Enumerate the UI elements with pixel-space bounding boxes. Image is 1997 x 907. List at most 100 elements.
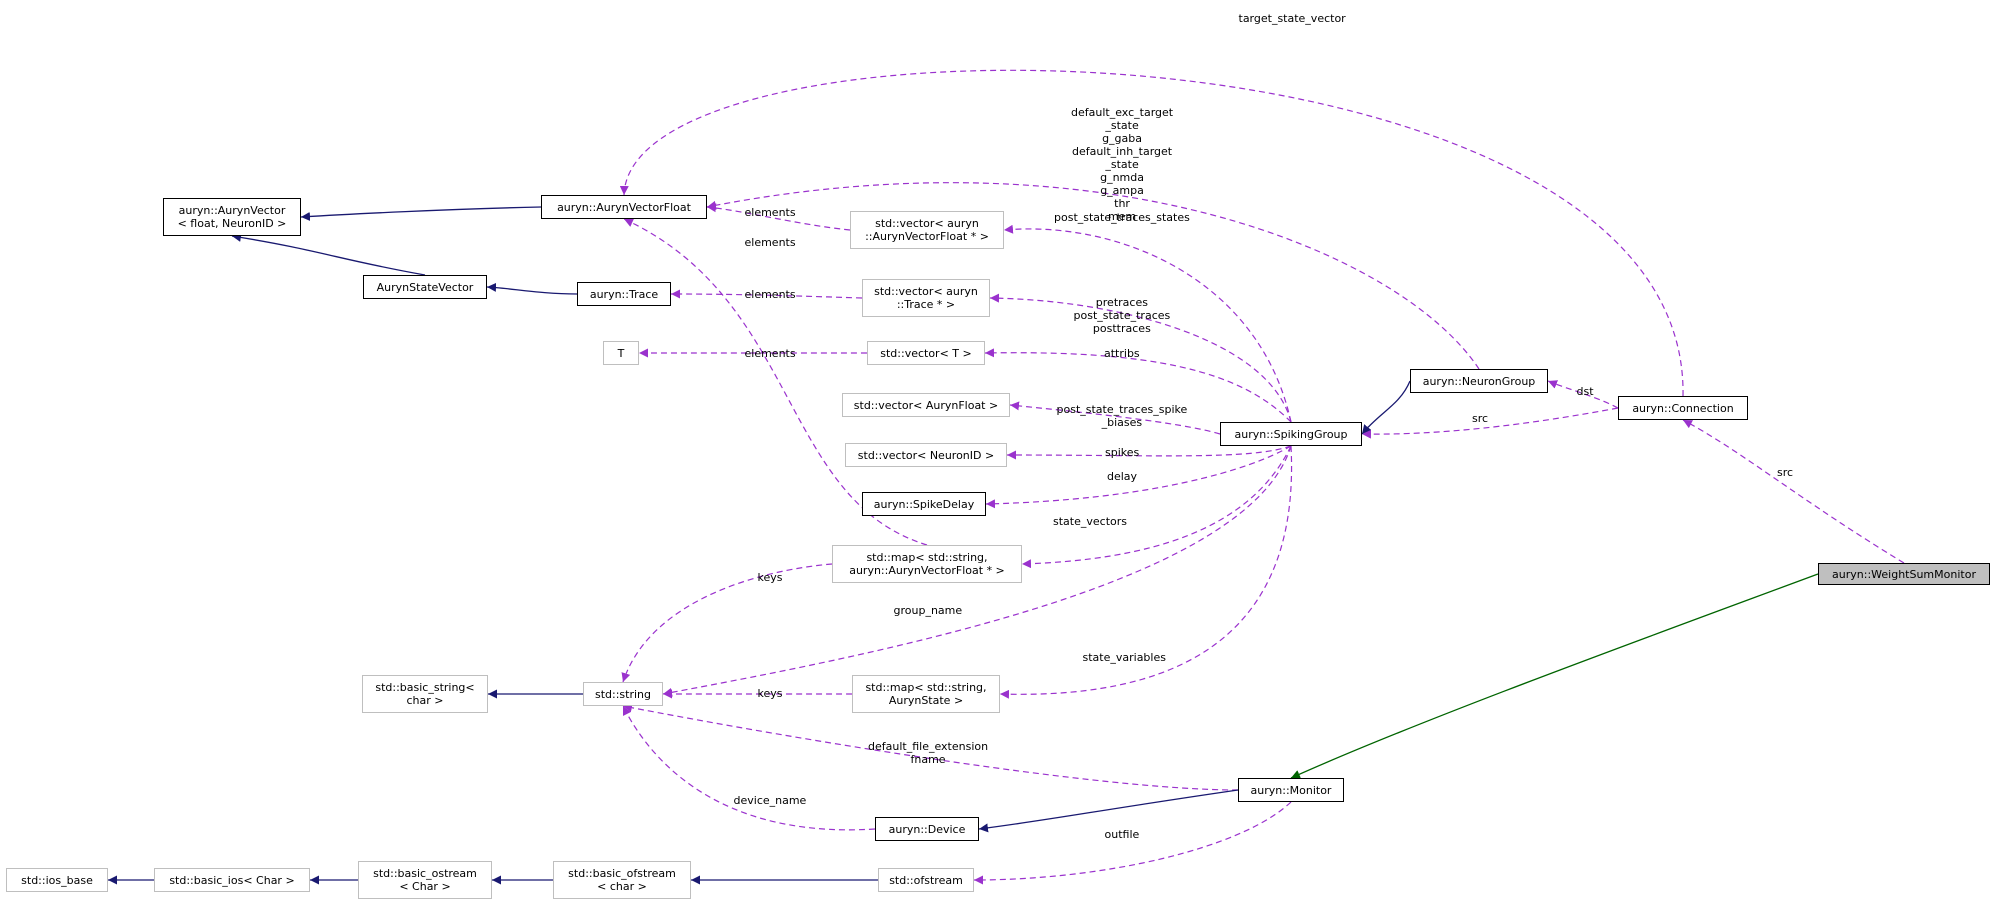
class-node-label: auryn::Monitor — [1250, 783, 1332, 797]
edge-map-avf-to-string — [621, 563, 833, 683]
class-node-vec-avf: std::vector< auryn::AurynVectorFloat * > — [850, 211, 1004, 249]
class-node-label: std::vector< AurynFloat > — [853, 398, 999, 412]
edge-label-line: mem — [1107, 210, 1137, 223]
edge-device-to-string — [622, 705, 876, 831]
edge-label-line: default_inh_target — [1071, 145, 1173, 158]
edge-label-line: post_state_traces_states — [1054, 211, 1190, 224]
edge-label-line: g_gaba — [1102, 132, 1143, 145]
class-node-vec-trace: std::vector< auryn::Trace * > — [862, 279, 990, 317]
edge-aurynstatevector-to-aurynvector — [231, 232, 426, 276]
edge-label-line: default_exc_target — [1071, 106, 1174, 119]
edge-label-monitor-to-ofstream: outfile — [1105, 828, 1140, 841]
edge-aurynvectorfloat-to-aurynvector — [300, 206, 542, 221]
class-node-basic-ostream: std::basic_ostream< Char > — [358, 861, 492, 899]
class-node-label: auryn::AurynVectorFloat — [557, 200, 691, 214]
edge-label-line: _state — [1105, 158, 1139, 171]
class-node-label: std::vector< auryn — [875, 217, 979, 230]
class-node-vec-t: std::vector< T > — [867, 341, 985, 365]
edge-label-spikinggroup-to-spikedelay: delay — [1107, 470, 1137, 483]
class-node-aurynstatevector[interactable]: AurynStateVector — [363, 275, 487, 299]
class-node-neurongroup[interactable]: auryn::NeuronGroup — [1410, 369, 1548, 393]
class-node-aurynvectorfloat[interactable]: auryn::AurynVectorFloat — [541, 195, 707, 219]
edge-label-spikinggroup-to-vec-neuronid: spikes — [1105, 446, 1139, 459]
edge-label-line: keys — [757, 571, 783, 584]
class-node-label: std::basic_ostream — [373, 867, 477, 880]
edge-monitor-to-ofstream — [973, 801, 1292, 885]
edge-trace-to-aurynstatevector — [486, 282, 578, 295]
edge-label-line: attribs — [1104, 347, 1140, 360]
class-node-label: AurynState > — [888, 694, 964, 707]
class-node-label: < char > — [597, 880, 647, 893]
class-node-label: std::vector< T > — [880, 346, 972, 360]
edge-label-spikinggroup-to-map-avf: state_vectors — [1053, 515, 1127, 528]
class-node-connection[interactable]: auryn::Connection — [1618, 396, 1748, 420]
class-node-aurynvector[interactable]: auryn::AurynVector< float, NeuronID > — [163, 198, 301, 236]
edge-label-line: delay — [1107, 470, 1138, 483]
edge-label-weightsummonitor-to-connection: src — [1777, 466, 1793, 479]
edge-label-line: state_vectors — [1053, 515, 1127, 528]
edge-label-line: group_name — [893, 604, 963, 617]
edge-spikinggroup-to-vec-neuronid — [1006, 445, 1292, 460]
class-node-label: std::vector< NeuronID > — [857, 448, 995, 462]
class-node-label: char > — [406, 694, 444, 707]
edge-spikinggroup-to-vec-trace — [989, 293, 1292, 423]
class-node-label: auryn::Connection — [1632, 401, 1734, 415]
edge-label-connection-to-neurongroup: dst — [1577, 385, 1594, 398]
edge-label-map-avf-to-string: keys — [758, 571, 783, 584]
class-node-basic-string: std::basic_string<char > — [362, 675, 488, 713]
edge-label-connection-to-aurynvectorfloat: target_state_vector — [1239, 12, 1346, 25]
edge-label-map-avf-to-aurynvectorfloat: elements — [745, 236, 796, 249]
class-node-label: auryn::AurynVectorFloat * > — [849, 564, 1005, 577]
edge-vec-trace-to-trace — [670, 289, 863, 299]
edge-weightsummonitor-to-monitor — [1290, 573, 1819, 779]
class-node-label: std::ofstream — [889, 873, 963, 887]
edge-label-line: spikes — [1105, 446, 1140, 459]
class-node-weightsummonitor[interactable]: auryn::WeightSumMonitor — [1818, 563, 1990, 585]
edge-label-vec-trace-to-trace: elements — [745, 288, 796, 301]
edge-label-spikinggroup-to-vec-t: attribs — [1104, 347, 1140, 360]
class-node-label: auryn::Trace — [589, 287, 659, 301]
edge-label-line: elements — [744, 206, 796, 219]
edge-label-vec-t-to-t: elements — [745, 347, 796, 360]
class-node-vec-neuronid: std::vector< NeuronID > — [845, 443, 1007, 467]
edge-map-avf-to-aurynvectorfloat — [623, 218, 928, 546]
class-node-label: auryn::AurynVector — [178, 204, 286, 217]
class-node-monitor[interactable]: auryn::Monitor — [1238, 778, 1344, 802]
class-node-label: std::string — [594, 687, 651, 701]
edge-label-line: posttraces — [1092, 322, 1151, 335]
edge-neurongroup-to-aurynvectorfloat — [706, 182, 1480, 370]
edge-label-line: state_variables — [1082, 651, 1166, 664]
edge-label-spikinggroup-to-string: group_name — [894, 604, 963, 617]
edge-vec-avf-to-aurynvectorfloat — [706, 203, 851, 231]
edge-label-line: target_state_vector — [1238, 12, 1346, 25]
edge-label-connection-to-spikinggroup: src — [1472, 412, 1488, 425]
edge-neurongroup-to-spikinggroup — [1361, 380, 1411, 435]
class-node-label: std::basic_string< — [375, 681, 475, 694]
class-node-spikinggroup[interactable]: auryn::SpikingGroup — [1220, 422, 1362, 446]
class-node-device[interactable]: auryn::Device — [875, 817, 979, 841]
edge-label-line: thr — [1114, 197, 1130, 210]
edge-label-line: src — [1472, 412, 1489, 425]
class-node-label: < Char > — [399, 880, 451, 893]
edge-label-line: outfile — [1104, 828, 1140, 841]
edge-label-line: elements — [744, 236, 796, 249]
edge-connection-to-aurynvectorfloat — [619, 69, 1684, 397]
class-node-label: T — [617, 346, 625, 360]
class-node-label: std::basic_ofstream — [568, 867, 676, 880]
class-node-label: < float, NeuronID > — [177, 217, 287, 230]
edge-label-line: fname — [910, 753, 946, 766]
class-node-trace[interactable]: auryn::Trace — [577, 282, 671, 306]
edge-label-line: _state — [1105, 119, 1139, 132]
class-node-basic-ofstream: std::basic_ofstream< char > — [553, 861, 691, 899]
edge-label-line: src — [1777, 466, 1794, 479]
class-node-label: std::basic_ios< Char > — [169, 873, 295, 887]
class-node-label: std::map< std::string, — [865, 681, 987, 694]
class-node-label: auryn::SpikingGroup — [1234, 427, 1348, 441]
edge-label-line: keys — [757, 687, 783, 700]
edge-monitor-to-device — [978, 789, 1239, 833]
edge-label-spikinggroup-to-vec-avf: post_state_traces_states — [1054, 211, 1190, 224]
class-node-spikedelay[interactable]: auryn::SpikeDelay — [862, 492, 986, 516]
